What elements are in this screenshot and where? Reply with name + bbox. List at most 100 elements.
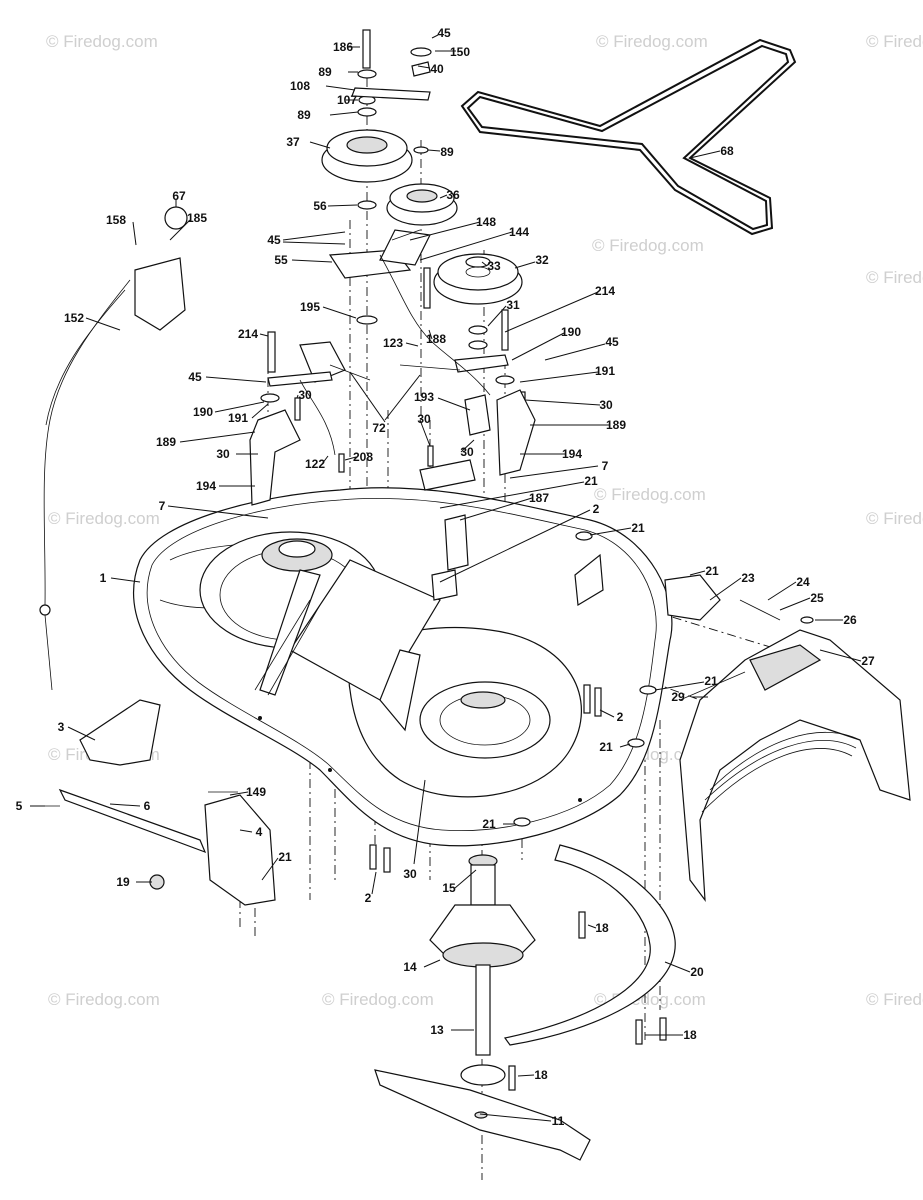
part-number-label: 30 [403, 867, 417, 881]
part-number-label: 30 [460, 445, 474, 459]
part-number-label: 6 [144, 799, 151, 813]
part-number-label: 37 [286, 135, 300, 149]
part-number-label: 195 [300, 300, 320, 314]
idler-pulley-37 [321, 129, 413, 183]
part-number-label: 45 [605, 335, 619, 349]
part-number-label: 152 [64, 311, 84, 325]
part-number-label: 24 [796, 575, 810, 589]
part-number-label: 23 [741, 571, 755, 585]
part-number-label: 15 [442, 881, 456, 895]
drive-belt [460, 38, 797, 236]
part-number-label: 189 [606, 418, 626, 432]
watermark: © Firedog.com [48, 990, 160, 1009]
part-number-label: 21 [705, 564, 719, 578]
part-number-label: 7 [159, 499, 166, 513]
part-number-label: 21 [631, 521, 645, 535]
spindle-assembly [429, 854, 536, 1119]
part-number-label: 56 [313, 199, 327, 213]
watermark: © Firedog.com [866, 32, 923, 51]
part-number-label: 149 [246, 785, 266, 799]
watermark: © Firedog.com [596, 32, 708, 51]
part-number-label: 11 [552, 1114, 565, 1128]
watermark: © Firedog.com [322, 990, 434, 1009]
part-number-label: 72 [372, 421, 386, 435]
part-number-label: 190 [193, 405, 213, 419]
part-number-label: 36 [446, 188, 460, 202]
part-number-label: 4 [256, 825, 263, 839]
part-number-label: 21 [482, 817, 496, 831]
part-number-label: 25 [810, 591, 824, 605]
part-number-label: 191 [228, 411, 248, 425]
part-number-label: 19 [116, 875, 130, 889]
part-number-label: 30 [599, 398, 613, 412]
part-number-label: 191 [595, 364, 615, 378]
deflector-plate [503, 844, 676, 1046]
center-pulley [465, 256, 491, 268]
watermark: © Firedog.com [594, 485, 706, 504]
part-number-label: 18 [534, 1068, 548, 1082]
part-number-label: 21 [599, 740, 613, 754]
part-number-label: 5 [16, 799, 23, 813]
part-number-label: 194 [196, 479, 216, 493]
part-number-label: 187 [529, 491, 549, 505]
watermark: © Firedog.com [46, 32, 158, 51]
part-number-label: 194 [562, 447, 582, 461]
watermark: © Firedog.com [592, 236, 704, 255]
part-number-label: 40 [430, 62, 444, 76]
part-number-label: 45 [267, 233, 281, 247]
part-number-label: 18 [595, 921, 609, 935]
part-number-label: 21 [704, 674, 718, 688]
part-number-label: 3 [58, 720, 65, 734]
part-number-label: 20 [690, 965, 704, 979]
hardware [164, 29, 814, 1091]
part-number-label: 32 [535, 253, 549, 267]
part-number-label: 45 [188, 370, 202, 384]
part-number-label: 68 [720, 144, 734, 158]
part-number-label: 27 [861, 654, 875, 668]
part-number-label: 108 [290, 79, 310, 93]
part-number-label: 186 [333, 40, 353, 54]
discharge-chute [679, 629, 911, 902]
part-number-label: 89 [440, 145, 454, 159]
part-number-label: 148 [476, 215, 496, 229]
part-number-label: 30 [216, 447, 230, 461]
part-number-label: 55 [274, 253, 288, 267]
part-number-label: 7 [602, 459, 609, 473]
watermark: © Firedog.com [48, 509, 160, 528]
part-number-label: 14 [403, 960, 417, 974]
watermark: © Firedog.com [866, 990, 923, 1009]
part-number-label: 21 [278, 850, 292, 864]
part-number-label: 189 [156, 435, 176, 449]
part-number-label: 21 [584, 474, 598, 488]
part-number-label: 214 [595, 284, 615, 298]
part-number-label: 185 [187, 211, 207, 225]
part-number-label: 31 [506, 298, 520, 312]
part-number-label: 30 [298, 388, 312, 402]
part-number-label: 13 [430, 1023, 444, 1037]
part-number-label: 144 [509, 225, 529, 239]
part-number-label: 188 [426, 332, 446, 346]
part-number-label: 29 [671, 690, 685, 704]
part-number-label: 2 [617, 710, 624, 724]
part-number-label: 208 [353, 450, 373, 464]
part-number-label: 26 [843, 613, 857, 627]
part-number-label: 2 [365, 891, 372, 905]
leader-lines [30, 34, 862, 1122]
part-number-label: 2 [593, 502, 600, 516]
watermark: © Firedog.com [866, 509, 923, 528]
part-number-label: 122 [305, 457, 325, 471]
watermark: © Firedog.com [866, 268, 923, 287]
part-number-label: 33 [487, 259, 501, 273]
mower-deck-shell [133, 487, 673, 847]
part-number-label: 18 [683, 1028, 697, 1042]
part-number-label: 214 [238, 327, 258, 341]
idler-pulley-36 [386, 183, 458, 226]
part-number-label: 150 [450, 45, 470, 59]
part-number-label: 67 [172, 189, 186, 203]
linkage [39, 229, 781, 807]
part-number-label: 107 [337, 93, 357, 107]
part-number-label: 1 [100, 571, 107, 585]
part-number-label: 30 [417, 412, 431, 426]
